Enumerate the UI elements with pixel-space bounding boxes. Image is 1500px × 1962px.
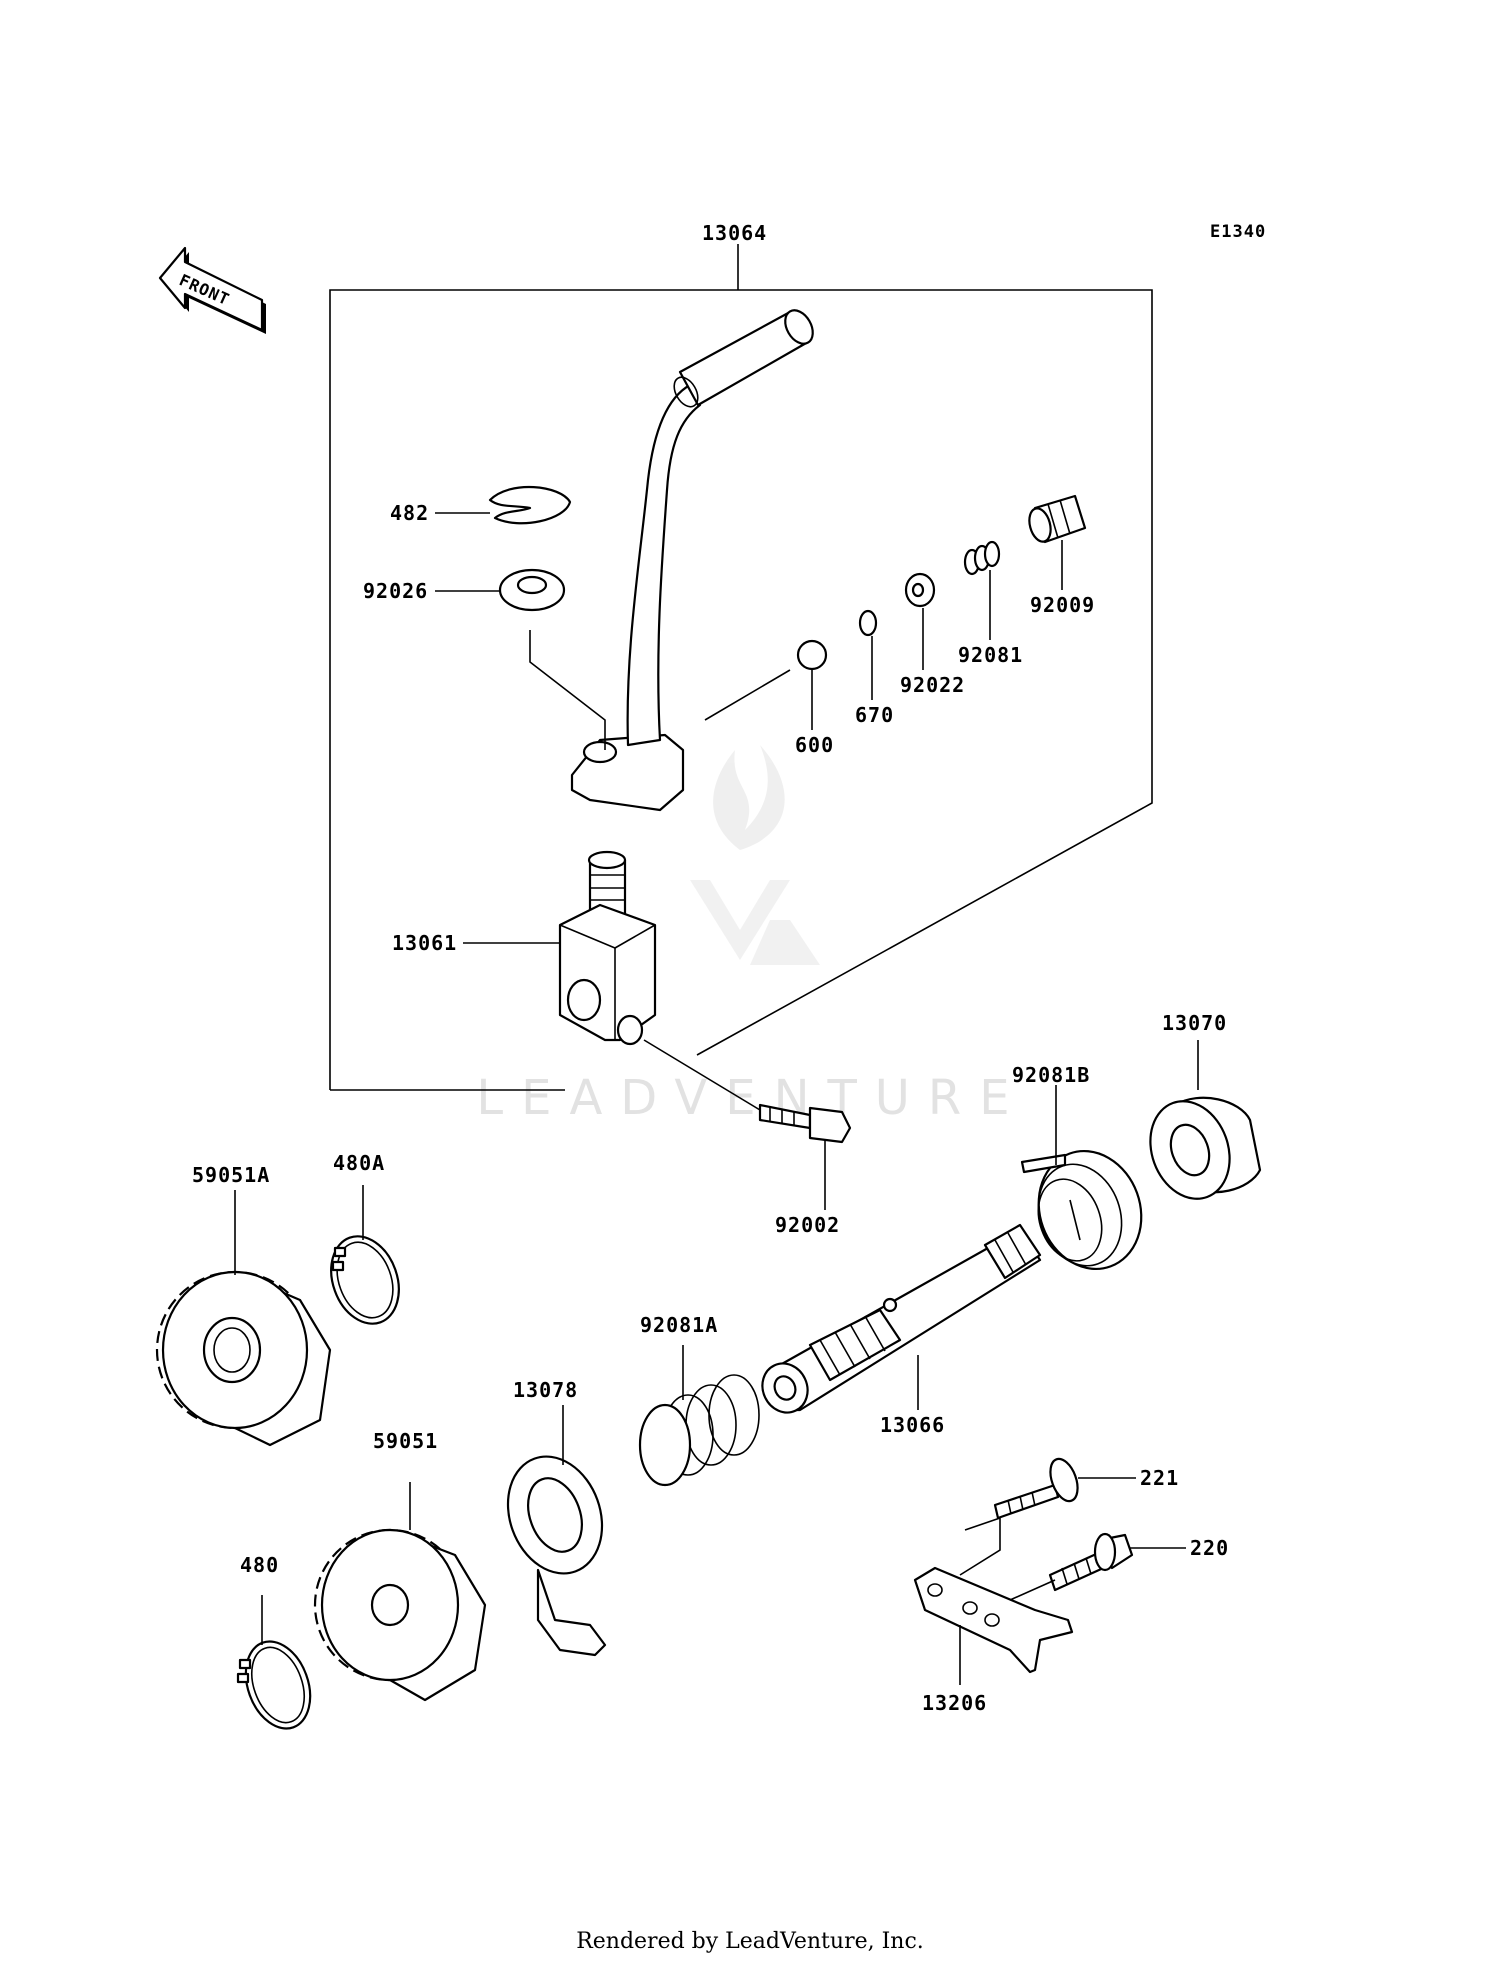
assembly-13064-outline: [329, 289, 1153, 1091]
part-670-ring: [858, 609, 878, 637]
part-13066-kick-shaft: [761, 1223, 1042, 1414]
part-482-eclip: [488, 486, 572, 525]
part-13070-collar: [1149, 1096, 1262, 1200]
label-92002[interactable]: 92002: [775, 1213, 840, 1237]
part-220-screw: [1048, 1532, 1134, 1592]
part-92081-spring: [963, 540, 1001, 576]
label-13078[interactable]: 13078: [513, 1378, 578, 1402]
label-482[interactable]: 482: [390, 501, 429, 525]
label-480A[interactable]: 480A: [333, 1151, 385, 1175]
label-92009[interactable]: 92009: [1030, 593, 1095, 617]
watermark-text: LEADVENTURE: [476, 1070, 1027, 1126]
footer-credit: Rendered by LeadVenture, Inc.: [576, 1929, 924, 1954]
label-480[interactable]: 480: [240, 1553, 279, 1577]
part-59051A-gear: [155, 1270, 332, 1447]
watermark: LEADVENTURE: [476, 745, 1027, 1126]
label-13070[interactable]: 13070: [1162, 1011, 1227, 1035]
watermark-logo-icon: [690, 745, 820, 965]
label-220[interactable]: 220: [1190, 1536, 1229, 1560]
label-92081A[interactable]: 92081A: [640, 1313, 718, 1337]
part-221-screw: [993, 1457, 1079, 1520]
label-13061[interactable]: 13061: [392, 931, 457, 955]
part-92081A-coil-spring: [638, 1374, 760, 1487]
part-480A-circlip: [330, 1235, 400, 1325]
diagram-code: E1340: [1210, 222, 1266, 242]
label-13064[interactable]: 13064: [702, 221, 767, 245]
part-13206-guide-plate: [913, 1566, 1074, 1674]
part-480-circlip: [236, 1640, 312, 1730]
label-600[interactable]: 600: [795, 733, 834, 757]
label-92081B[interactable]: 92081B: [1012, 1063, 1090, 1087]
label-59051A[interactable]: 59051A: [192, 1163, 270, 1187]
label-13206[interactable]: 13206: [922, 1691, 987, 1715]
part-labels: 13064 482 92026 92009 92081 92022 670 60…: [192, 221, 1229, 1715]
part-13078-ratchet: [506, 1455, 607, 1657]
part-13061-boss: [558, 850, 657, 1046]
label-92081[interactable]: 92081: [958, 643, 1023, 667]
front-arrow-icon: FRONT: [158, 246, 266, 334]
label-13066[interactable]: 13066: [880, 1413, 945, 1437]
label-670[interactable]: 670: [855, 703, 894, 727]
label-92026[interactable]: 92026: [363, 579, 428, 603]
label-59051[interactable]: 59051: [373, 1429, 438, 1453]
part-92002-bolt: [758, 1103, 852, 1144]
part-92026-washer: [498, 568, 566, 612]
kick-pedal-lever: [570, 309, 814, 812]
part-92022-washer: [904, 572, 936, 608]
part-600-ball: [796, 639, 828, 671]
part-92009-rubber: [1028, 494, 1087, 544]
label-92022[interactable]: 92022: [900, 673, 965, 697]
part-92081B-torsion-spring: [1020, 1149, 1143, 1271]
label-221[interactable]: 221: [1140, 1466, 1179, 1490]
part-59051-gear: [313, 1528, 487, 1702]
